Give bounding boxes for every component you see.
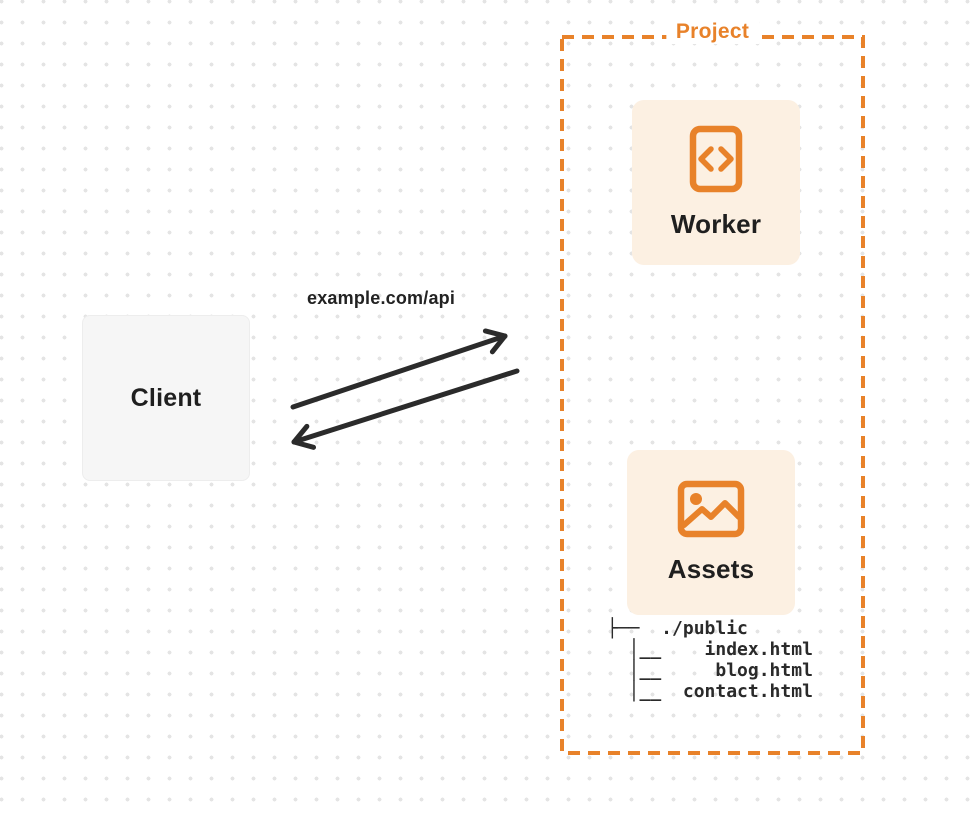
image-icon	[677, 480, 745, 538]
assets-node: Assets	[627, 450, 795, 615]
client-label: Client	[130, 383, 202, 412]
worker-label: Worker	[670, 209, 762, 239]
response-arrow	[291, 368, 520, 450]
request-arrow	[290, 328, 508, 410]
request-url-label: example.com/api	[307, 288, 456, 308]
project-label: Project	[665, 20, 760, 44]
worker-node: Worker	[632, 100, 800, 265]
project-boundary: Project Worker Assets ├── ./public │__ i…	[560, 20, 865, 755]
file-tree-line: │__ contact.html	[607, 681, 813, 702]
file-tree: ├── ./public │__ index.html │__ blog.htm…	[607, 618, 813, 702]
assets-label: Assets	[667, 554, 755, 584]
file-tree-line: │__ index.html	[607, 639, 813, 660]
file-tree-line: │__ blog.html	[607, 660, 813, 681]
code-document-icon	[689, 125, 743, 193]
client-node: Client	[82, 315, 250, 481]
file-tree-line: ├── ./public	[607, 618, 748, 639]
